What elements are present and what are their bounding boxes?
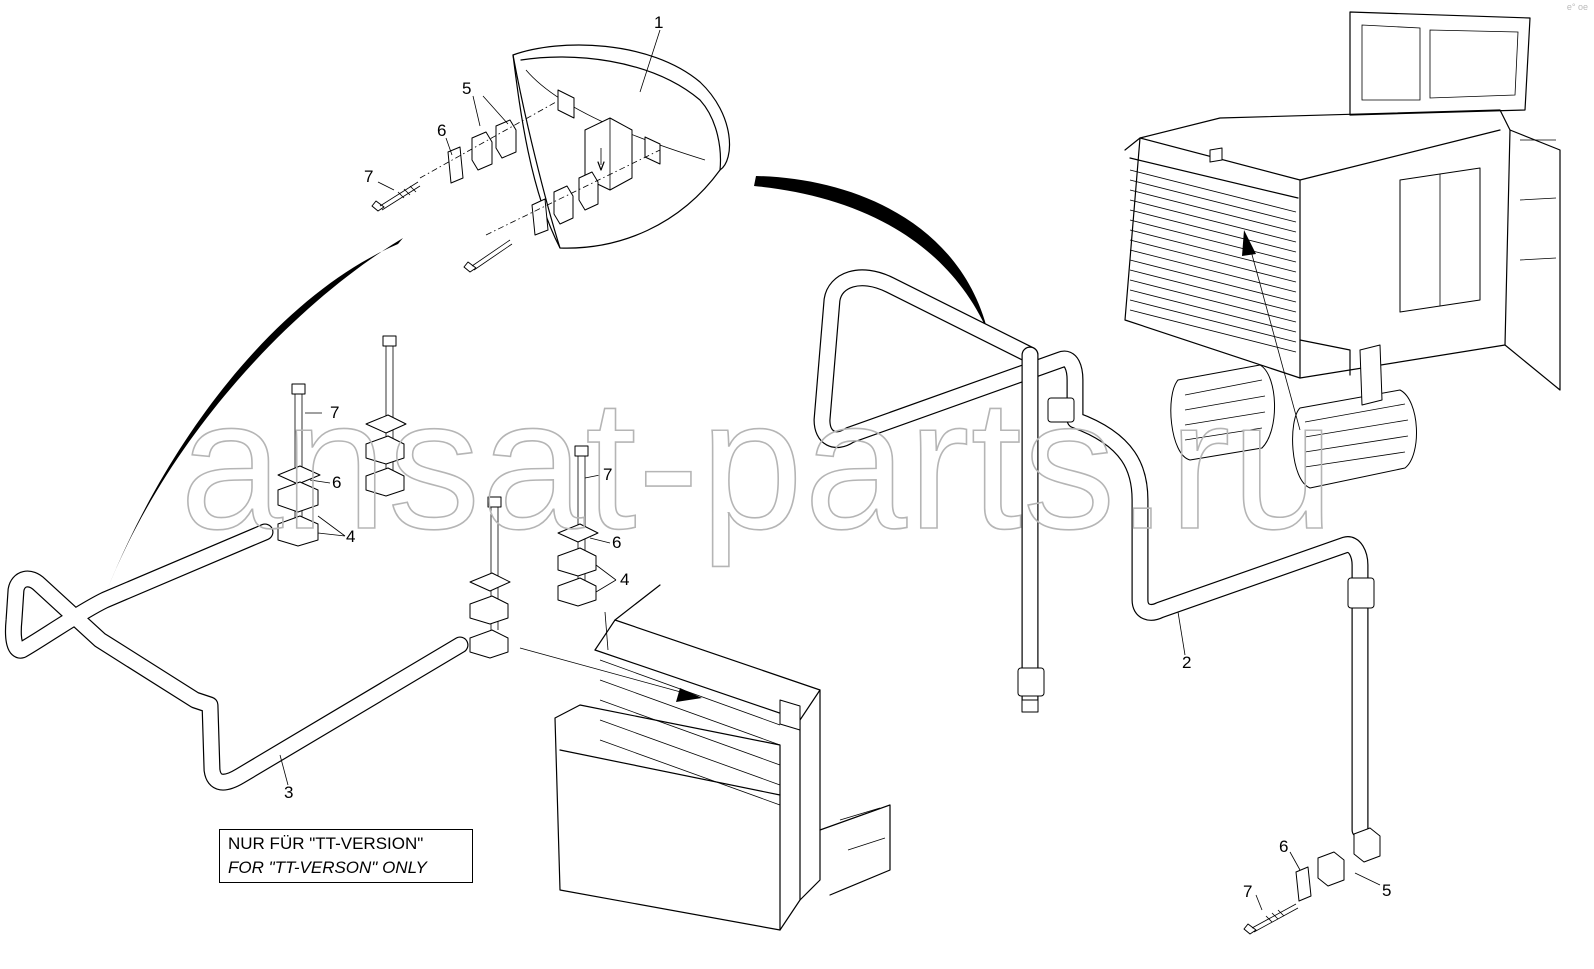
callout-bracket-top: 5 — [462, 79, 471, 98]
callout-plate-left-b: 6 — [612, 533, 621, 552]
bolt-mid — [463, 239, 513, 273]
version-note-box: NUR FÜR "TT-VERSION" FOR "TT-VERSON" ONL… — [219, 829, 473, 883]
callout-seat-cushion: 1 — [654, 13, 663, 32]
watermark-text: ansat-parts.ru — [180, 362, 1335, 568]
callout-right-rail: 2 — [1182, 653, 1191, 672]
callout-bolt-left-a: 7 — [330, 403, 339, 422]
callout-plate-left-a: 6 — [332, 473, 341, 492]
location-pointer-machine — [1242, 230, 1301, 431]
callout-clamp-left-b: 4 — [620, 570, 629, 589]
bolt-top — [371, 181, 421, 212]
right-handrail — [813, 269, 1375, 839]
left-clamp-stack-c — [469, 496, 511, 659]
right-rail-mount-hardware — [1243, 827, 1381, 935]
callout-bracket-right: 5 — [1382, 881, 1391, 900]
track-right — [1292, 389, 1417, 489]
left-clamp-stack-b — [365, 335, 407, 497]
assembly-flow-arrows — [105, 176, 988, 595]
callout-numbers: 1 2 3 4 4 5 5 6 6 6 6 7 7 7 7 — [284, 13, 1391, 901]
callout-clamp-left-a: 4 — [346, 527, 355, 546]
callout-bolt-left-b: 7 — [603, 465, 612, 484]
milling-machine-view — [1124, 11, 1561, 489]
track-left — [1170, 364, 1276, 461]
left-clamp-stack-d — [557, 445, 599, 607]
callout-plate-top: 6 — [437, 121, 446, 140]
radiator-grille — [1129, 169, 1297, 353]
leader-lines — [279, 29, 1381, 911]
left-handrail — [4, 523, 469, 791]
corner-mark: e° oe — [1566, 2, 1588, 12]
callout-left-rail: 3 — [284, 783, 293, 802]
callout-plate-right: 6 — [1279, 837, 1288, 856]
note-line-german: NUR FÜR "TT-VERSION" — [228, 834, 424, 853]
cushion-mounting-hardware — [371, 101, 661, 273]
note-line-english: FOR "TT-VERSON" ONLY — [228, 858, 427, 877]
operator-console-view — [554, 584, 891, 931]
callout-bolt-top: 7 — [364, 167, 373, 186]
location-pointer-console — [519, 647, 702, 702]
callout-bolt-right: 7 — [1243, 882, 1252, 901]
left-clamp-stack-a — [277, 383, 321, 547]
